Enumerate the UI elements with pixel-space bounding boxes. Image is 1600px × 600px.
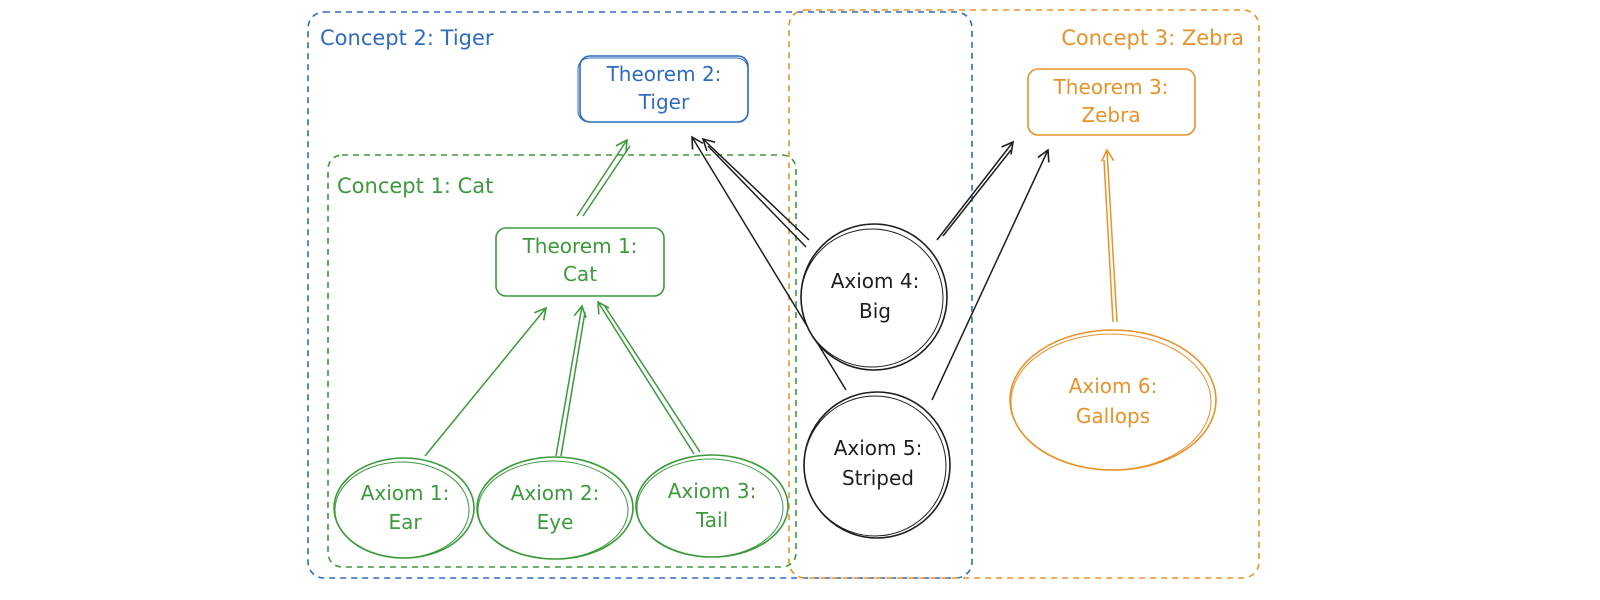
theorem-1-node[interactable]: Theorem 1: Cat xyxy=(495,227,665,297)
edge-axiom1-theorem1 xyxy=(424,306,548,457)
edge-axiom4-theorem2-b xyxy=(707,145,807,248)
theorem-2-node[interactable]: Theorem 2: Tiger xyxy=(577,55,749,123)
axiom-1-line1: Axiom 1: xyxy=(361,481,450,505)
edge-theorem1-theorem2 xyxy=(576,138,628,217)
edge-axiom5-theorem2 xyxy=(691,135,847,391)
concept-1-cat-group xyxy=(327,154,797,568)
concept-3-label: Concept 3: Zebra xyxy=(1061,26,1244,50)
axiom-5-node[interactable]: Axiom 5: Striped xyxy=(803,391,951,539)
theorem-1-line2: Cat xyxy=(563,262,597,286)
axiom-2-line1: Axiom 2: xyxy=(511,481,600,505)
axiom-4-line1: Axiom 4: xyxy=(831,269,920,293)
edge-axiom3-theorem1-b xyxy=(603,304,701,453)
concept-2-label: Concept 2: Tiger xyxy=(320,26,494,50)
edge-axiom4-theorem3-b xyxy=(942,149,1012,237)
axiom-4-node[interactable]: Axiom 4: Big xyxy=(800,223,948,371)
axiom-2-line2: Eye xyxy=(537,510,574,534)
axiom-3-line2: Tail xyxy=(695,508,728,532)
edge-axiom2-theorem1 xyxy=(555,304,587,457)
edge-axiom4-theorem3 xyxy=(936,140,1015,241)
concept-1-label: Concept 1: Cat xyxy=(337,174,493,198)
axiom-5-line2: Striped xyxy=(842,466,914,490)
axiom-4-line2: Big xyxy=(859,299,891,323)
edge-theorem1-theorem2-b xyxy=(582,145,631,217)
edge-axiom2-theorem1-b xyxy=(560,311,586,457)
edge-axiom5-theorem3 xyxy=(931,148,1050,401)
edges xyxy=(424,135,1118,457)
edge-axiom6-theorem3-b xyxy=(1103,159,1114,323)
theorem-2-line1: Theorem 2: xyxy=(606,62,722,86)
theorem-1-line1: Theorem 1: xyxy=(522,234,638,258)
axiom-3-node[interactable]: Axiom 3: Tail xyxy=(635,454,789,558)
concept-3-zebra-group xyxy=(788,9,1260,579)
edge-axiom4-theorem2 xyxy=(701,137,810,241)
axiom-5-line1: Axiom 5: xyxy=(834,436,923,460)
concept-2-tiger-group xyxy=(307,11,973,579)
axiom-1-node[interactable]: Axiom 1: Ear xyxy=(333,457,475,559)
axiom-1-line2: Ear xyxy=(388,510,422,534)
edge-axiom6-theorem3 xyxy=(1100,148,1118,323)
theorem-3-line1: Theorem 3: xyxy=(1053,75,1169,99)
axiom-6-line2: Gallops xyxy=(1076,404,1150,428)
theorem-3-line2: Zebra xyxy=(1081,103,1140,127)
theorem-2-line2: Tiger xyxy=(638,90,690,114)
axiom-6-line1: Axiom 6: xyxy=(1069,374,1158,398)
axiom-2-node[interactable]: Axiom 2: Eye xyxy=(476,456,634,560)
axiom-3-line1: Axiom 3: xyxy=(668,479,757,503)
edge-axiom3-theorem1 xyxy=(597,300,695,455)
axiom-6-node[interactable]: Axiom 6: Gallops xyxy=(1009,329,1217,471)
theorem-3-node[interactable]: Theorem 3: Zebra xyxy=(1027,68,1196,136)
